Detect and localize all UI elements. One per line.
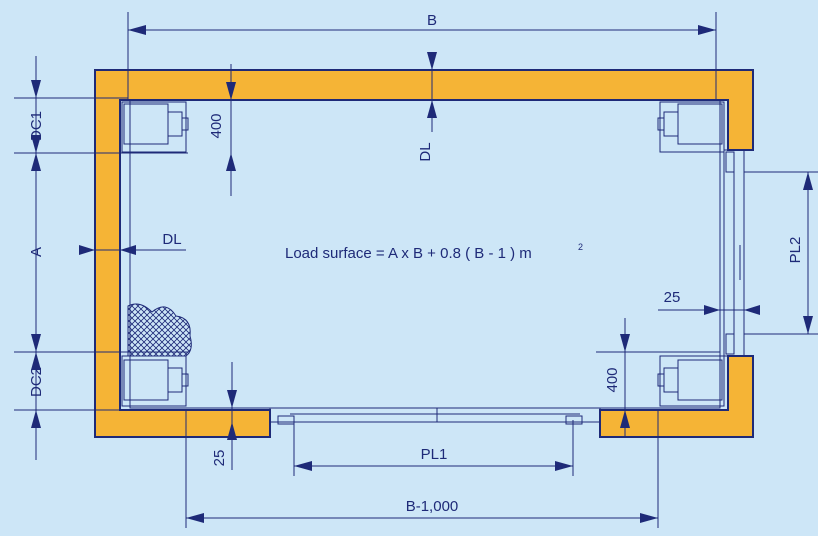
label-dc1: DC1 xyxy=(28,111,45,141)
label-b-minus-1000: B-1,000 xyxy=(406,498,459,515)
dimension-left-vertical: DC1 A DC2 xyxy=(14,56,188,460)
label-pl2: PL2 xyxy=(787,237,804,264)
formula-superscript: 2 xyxy=(578,242,583,252)
door-bottom xyxy=(269,407,601,425)
dimension-400-top: 400 xyxy=(208,64,236,196)
formula-text: Load surface = A x B + 0.8 ( B - 1 ) m xyxy=(285,245,532,262)
label-400-top: 400 xyxy=(208,113,225,138)
dimension-b: B xyxy=(127,12,717,100)
label-25-right: 25 xyxy=(664,289,681,306)
dimension-25-right: 25 xyxy=(658,289,760,315)
label-b: B xyxy=(427,12,437,29)
guide-rail-top-left xyxy=(121,101,189,153)
dimension-pl1: PL1 xyxy=(293,420,574,476)
guide-rail-bottom-right xyxy=(657,355,725,407)
guide-rail-bottom-left xyxy=(121,355,189,407)
dimension-25-bottom: 25 xyxy=(211,362,237,470)
guide-rail-top-right xyxy=(657,101,725,153)
label-400-bottom: 400 xyxy=(604,367,621,392)
label-pl1: PL1 xyxy=(421,446,448,463)
label-25-bottom: 25 xyxy=(211,450,228,467)
load-surface-formula: Load surface = A x B + 0.8 ( B - 1 ) m 2 xyxy=(285,242,583,262)
label-dl-top: DL xyxy=(417,142,434,161)
label-a: A xyxy=(28,247,45,257)
label-dl-left: DL xyxy=(162,231,181,248)
hatched-area xyxy=(127,303,192,357)
dimension-b-minus-1000: B-1,000 xyxy=(185,410,659,528)
dimension-dl-top: DL xyxy=(417,52,437,162)
label-dc2: DC2 xyxy=(28,367,45,397)
dimension-400-bottom: 400 xyxy=(596,318,720,437)
shaft-wall xyxy=(94,69,754,438)
dimension-dl-left: DL xyxy=(79,231,186,255)
dimension-pl2: PL2 xyxy=(744,171,818,335)
door-right xyxy=(723,149,745,357)
